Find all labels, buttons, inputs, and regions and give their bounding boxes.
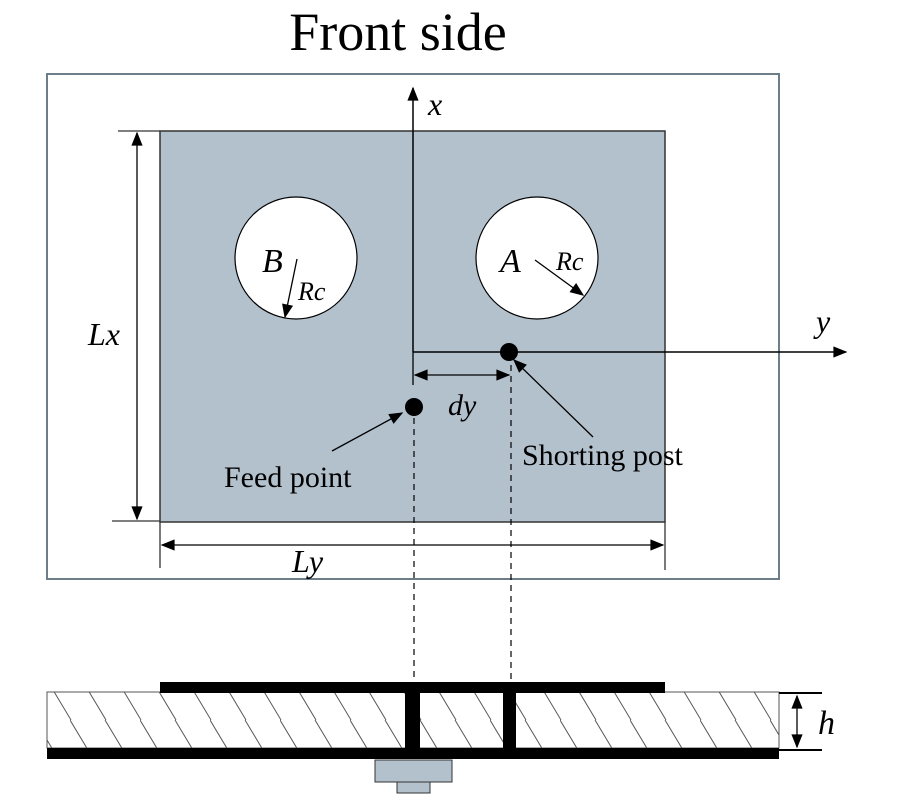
shorting-post-leader xyxy=(512,359,594,438)
diagram-title: Front side xyxy=(289,2,507,62)
side-view xyxy=(46,682,780,794)
side-feed-probe xyxy=(405,690,420,752)
slot-b-label: B xyxy=(262,243,283,280)
dy-label: dy xyxy=(448,389,477,422)
ly-label: Ly xyxy=(291,543,324,579)
slot-a xyxy=(475,196,599,320)
side-ground-plane xyxy=(47,748,779,759)
feed-point-leader xyxy=(331,412,404,452)
feed-point-label: Feed point xyxy=(224,461,352,494)
shorting-post-dot xyxy=(500,343,518,361)
radius-a-label: Rc xyxy=(555,247,584,276)
shorting-post-label: Shorting post xyxy=(522,439,684,472)
y-axis-label: y xyxy=(813,303,831,339)
feed-point-dot xyxy=(405,398,423,416)
h-label: h xyxy=(818,705,835,742)
radius-b-arrow xyxy=(282,258,298,319)
x-axis-label: x xyxy=(427,86,442,122)
radius-a-arrow xyxy=(534,259,585,296)
lx-label: Lx xyxy=(87,316,120,352)
side-patch-layer xyxy=(160,682,665,693)
radius-b-label: Rc xyxy=(297,277,326,306)
connector-body xyxy=(374,759,453,783)
slot-a-label: A xyxy=(498,243,521,280)
connector-pin xyxy=(396,781,431,794)
slot-b xyxy=(234,196,358,320)
side-shorting-post xyxy=(503,690,516,752)
